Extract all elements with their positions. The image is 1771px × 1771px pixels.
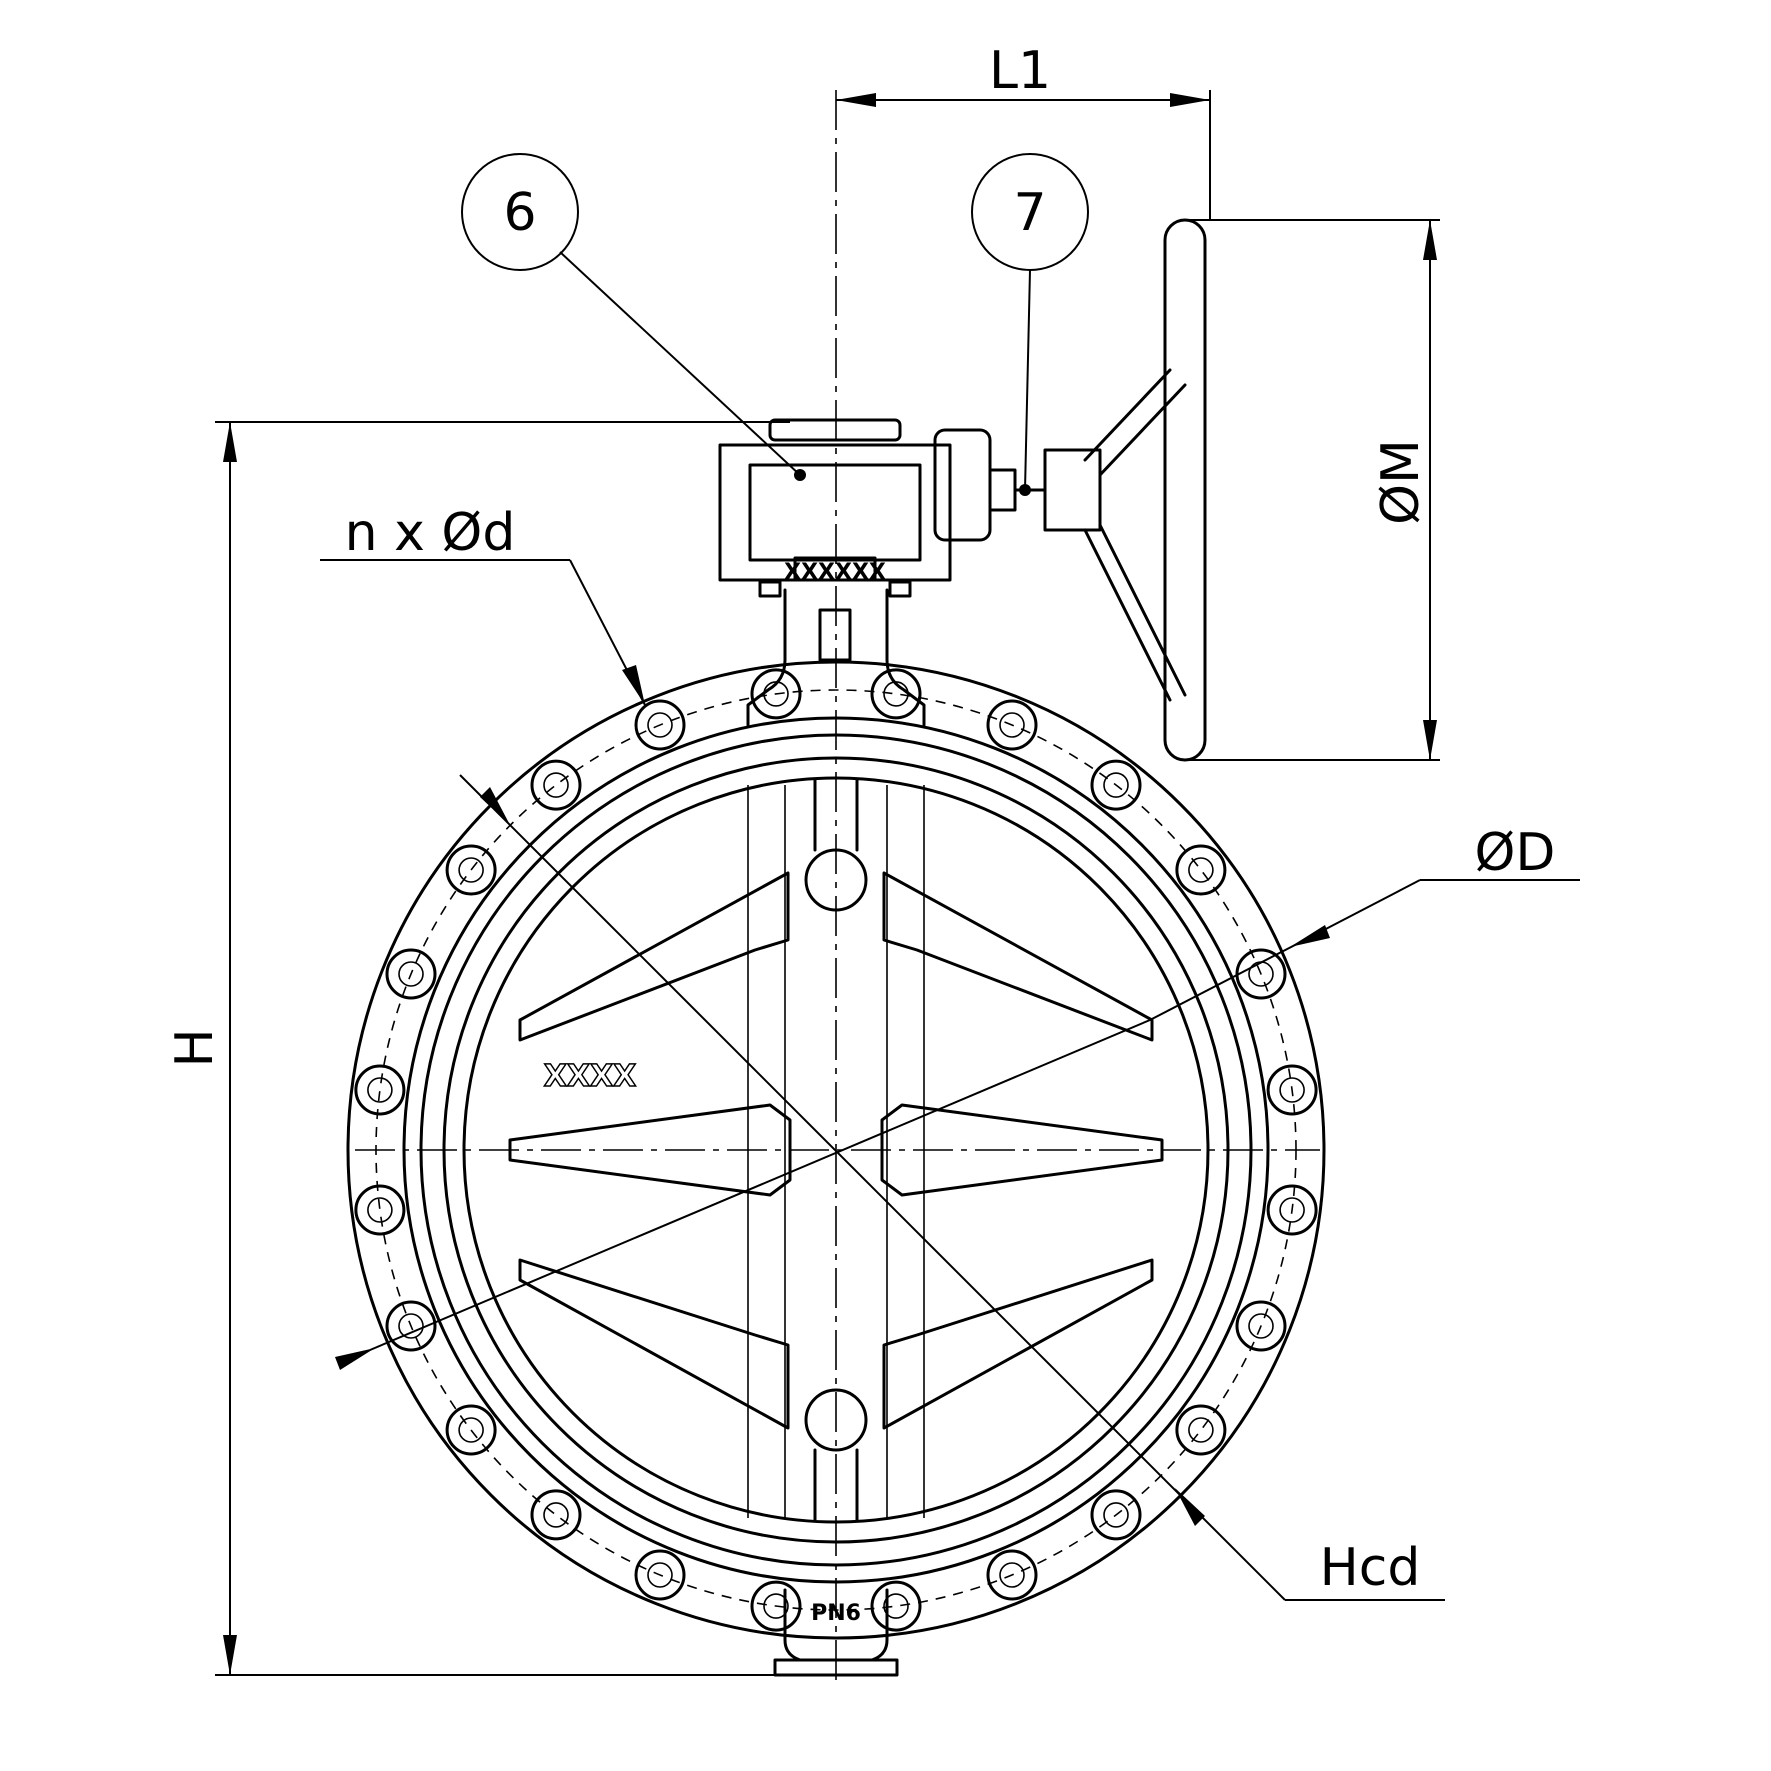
bolt-hole-inner bbox=[1103, 1502, 1129, 1528]
bolt-hole-inner bbox=[367, 1077, 393, 1103]
bolt-hole-inner bbox=[1279, 1077, 1305, 1103]
bolt-hole bbox=[634, 699, 686, 751]
bolt-hole bbox=[1090, 759, 1142, 811]
bolt-hole bbox=[986, 699, 1038, 751]
bolt-hole-inner bbox=[398, 1313, 424, 1339]
bolt-hole-inner bbox=[1188, 857, 1214, 883]
hcd-label: Hcd bbox=[1320, 1538, 1421, 1598]
valve-body bbox=[346, 660, 1326, 1640]
gearbox-plate-label: XXXXXX bbox=[784, 560, 886, 585]
balloon-7: 7 bbox=[971, 153, 1089, 271]
bolt-hole-inner bbox=[1248, 1313, 1274, 1339]
bolt-hole-inner bbox=[398, 961, 424, 987]
bolt-hole bbox=[1266, 1064, 1318, 1116]
bolt-hole-inner bbox=[647, 1562, 673, 1588]
bolts-label: n x Ød bbox=[345, 503, 516, 563]
bolt-hole-inner bbox=[999, 1562, 1025, 1588]
bolt-hole bbox=[750, 668, 802, 720]
bolt-hole bbox=[354, 1064, 406, 1116]
bolt-hole-inner bbox=[647, 712, 673, 738]
bolt-hole bbox=[354, 1184, 406, 1236]
bolt-hole bbox=[530, 759, 582, 811]
bolt-hole-inner bbox=[543, 772, 569, 798]
bolt-hole bbox=[385, 1300, 437, 1352]
bolt-hole bbox=[870, 668, 922, 720]
bolt-hole bbox=[1175, 1404, 1227, 1456]
bolt-hole bbox=[1235, 1300, 1287, 1352]
balloon-7-label: 7 bbox=[1013, 183, 1046, 243]
bolt-hole bbox=[1266, 1184, 1318, 1236]
bolt-hole-inner bbox=[1103, 772, 1129, 798]
balloon-6-label: 6 bbox=[503, 183, 536, 243]
bolt-hole bbox=[385, 948, 437, 1000]
bolt-hole bbox=[445, 844, 497, 896]
bolt-hole-inner bbox=[1188, 1417, 1214, 1443]
bolt-hole-inner bbox=[543, 1502, 569, 1528]
bolt-hole bbox=[986, 1549, 1038, 1601]
m-label: ØM bbox=[1371, 439, 1431, 525]
balloon-6: 6 bbox=[461, 153, 579, 271]
bolt-holes bbox=[354, 668, 1318, 1632]
bolt-hole bbox=[750, 1580, 802, 1632]
bolt-hole bbox=[530, 1489, 582, 1541]
valve-disc bbox=[508, 778, 1164, 1522]
gearbox bbox=[718, 418, 1047, 598]
pn-label: PN6 bbox=[811, 1601, 861, 1626]
disc-mark-label: XXXX bbox=[544, 1059, 637, 1094]
h-label: H bbox=[165, 1028, 225, 1067]
bolt-hole bbox=[1175, 844, 1227, 896]
bolt-hole bbox=[634, 1549, 686, 1601]
bolt-hole-inner bbox=[999, 712, 1025, 738]
bolt-hole bbox=[1090, 1489, 1142, 1541]
handwheel bbox=[1043, 218, 1207, 762]
l1-label: L1 bbox=[989, 41, 1051, 101]
valve-neck bbox=[746, 588, 926, 1677]
centre-lines bbox=[355, 90, 1320, 1680]
bolt-hole bbox=[870, 1580, 922, 1632]
bolt-hole-inner bbox=[458, 857, 484, 883]
bolt-hole-inner bbox=[367, 1197, 393, 1223]
d-label: ØD bbox=[1475, 823, 1556, 883]
bolt-hole-inner bbox=[763, 1593, 789, 1619]
bolt-hole-inner bbox=[458, 1417, 484, 1443]
bolt-hole-inner bbox=[883, 1593, 909, 1619]
bolt-hole-inner bbox=[1279, 1197, 1305, 1223]
dimension-lines bbox=[215, 90, 1580, 1676]
bolt-hole bbox=[445, 1404, 497, 1456]
